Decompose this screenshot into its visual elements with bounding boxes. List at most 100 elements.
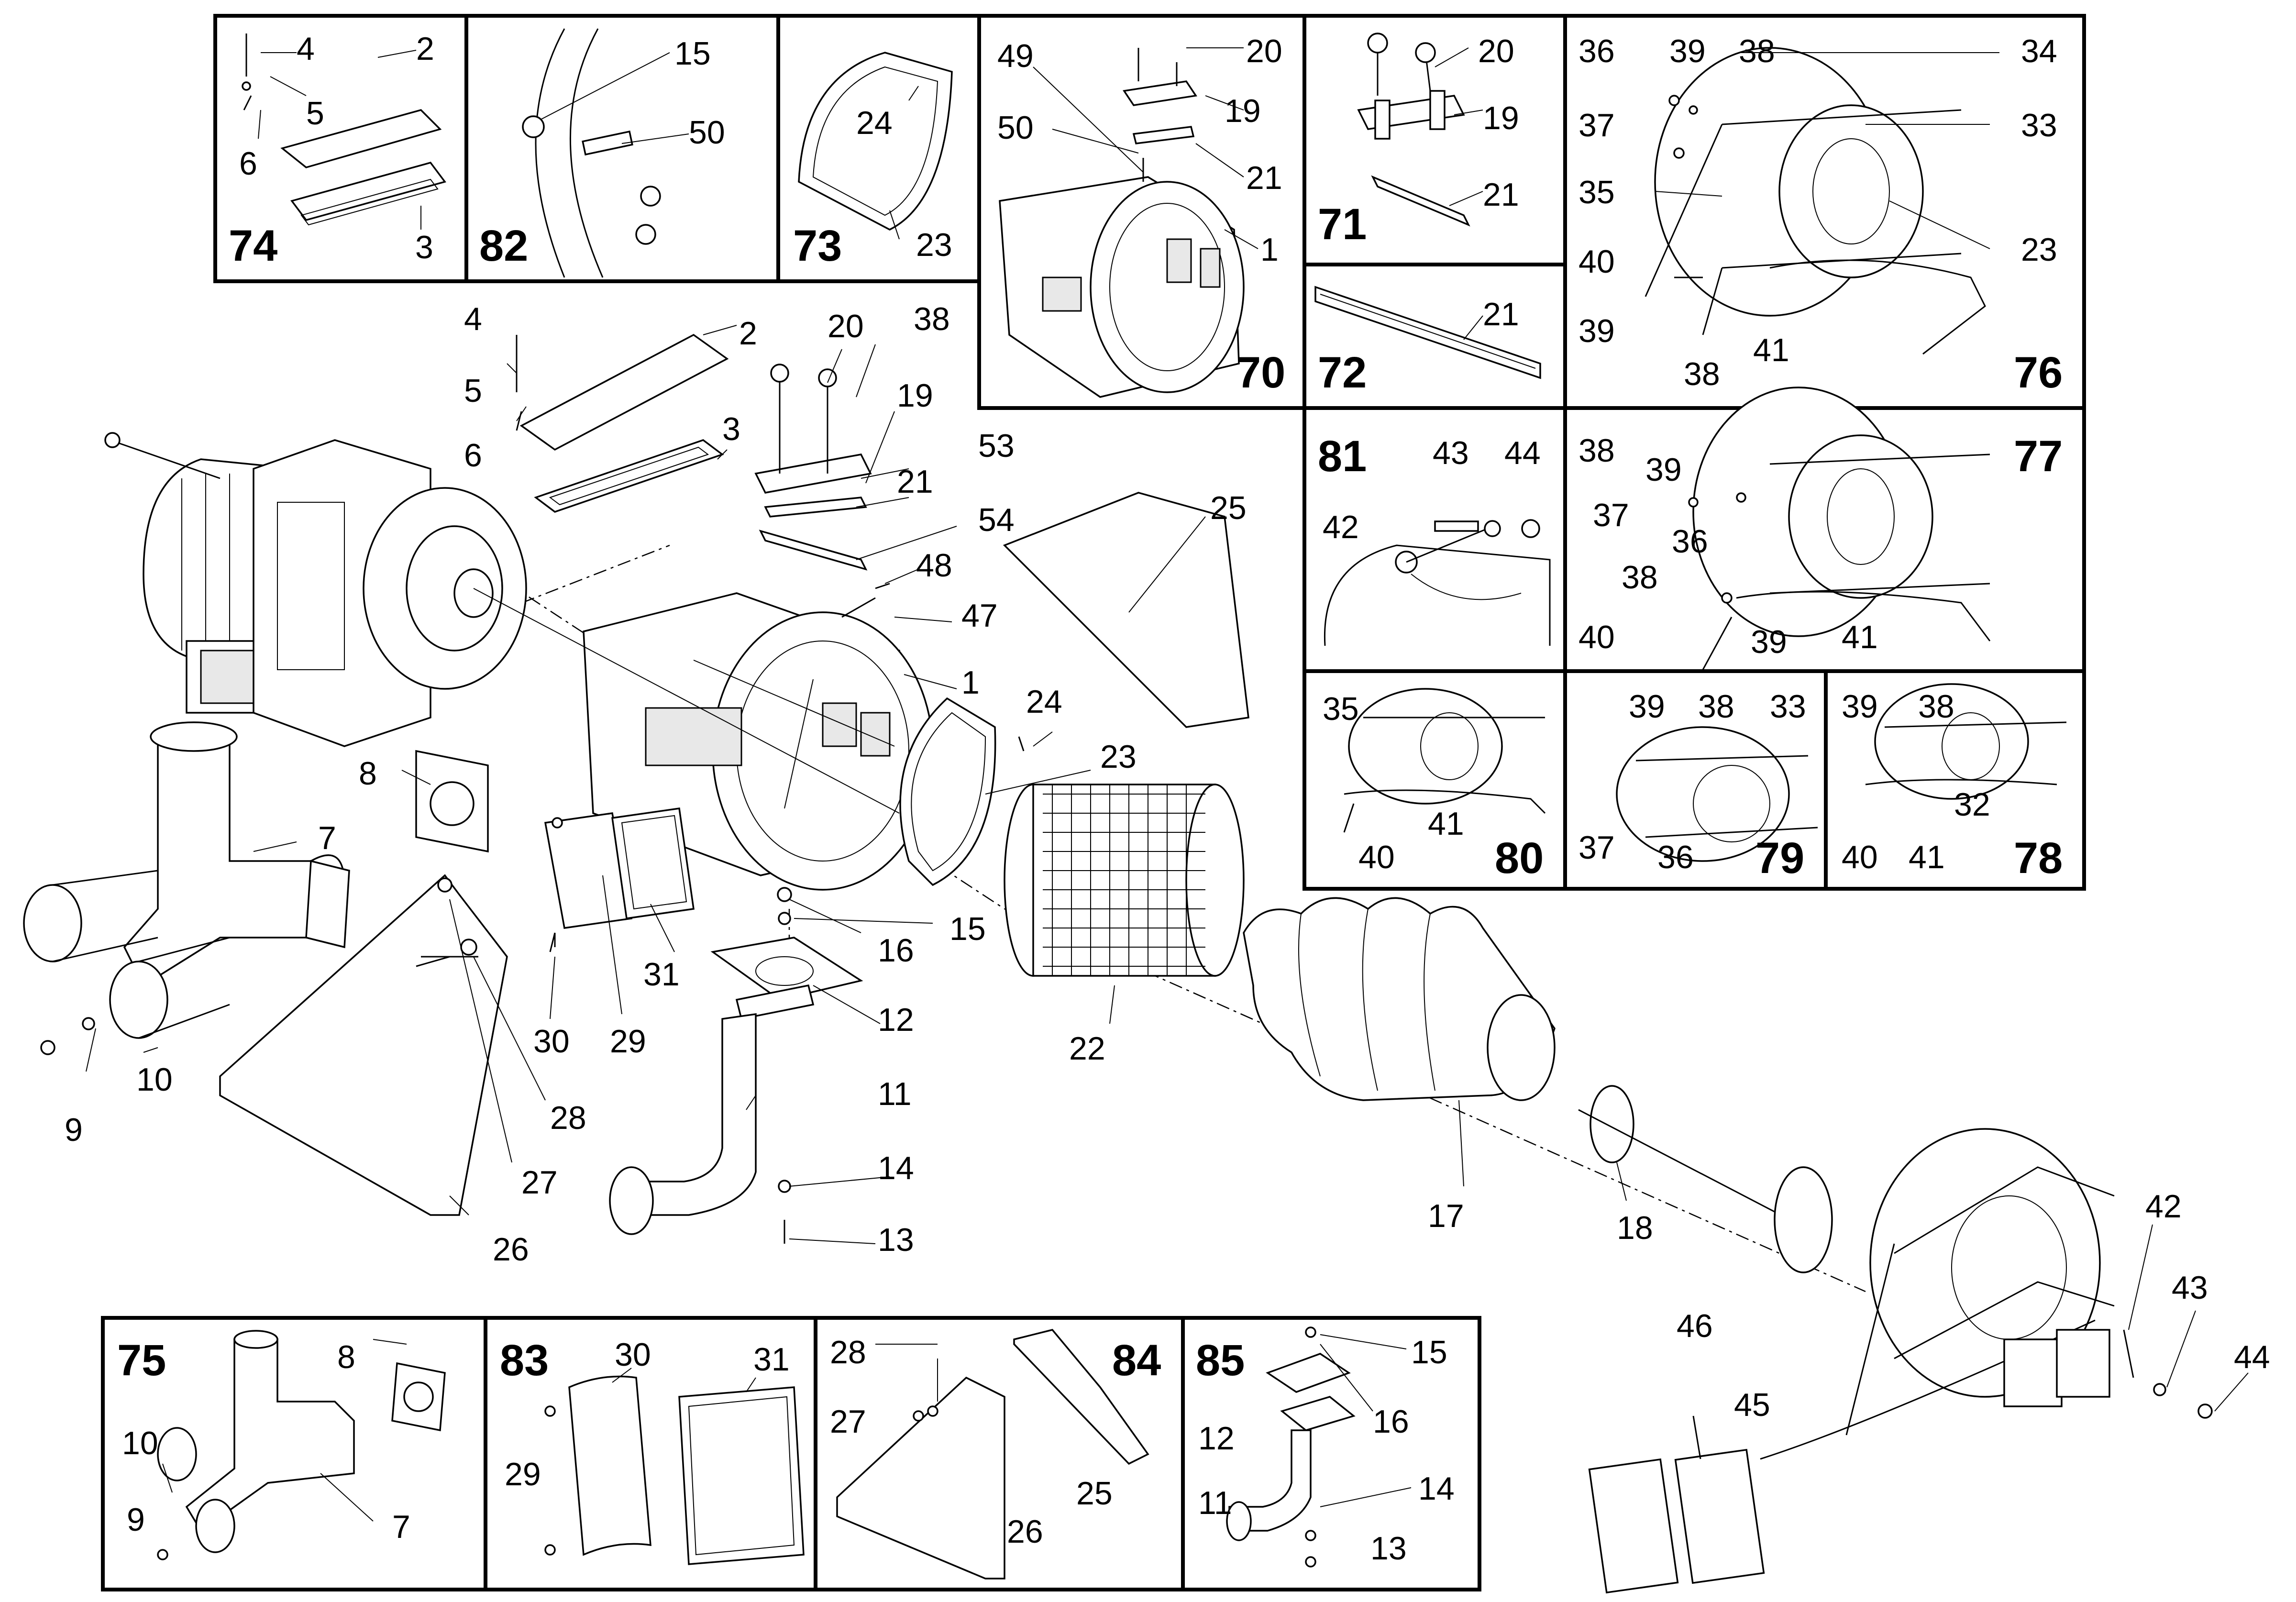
callout: 9 [127, 1502, 145, 1538]
callout: 25 [1210, 490, 1247, 526]
callout: 21 [1483, 177, 1519, 213]
callout: 33 [2021, 107, 2057, 144]
panel-id-70: 70 [1236, 348, 1285, 397]
callout: 1 [961, 664, 980, 701]
panel-id-84: 84 [1112, 1336, 1161, 1385]
callout: 36 [1657, 839, 1694, 875]
callout: 5 [306, 95, 324, 132]
callout: 35 [1323, 691, 1359, 727]
callout: 38 [1684, 356, 1720, 392]
callout: 46 [1677, 1308, 1713, 1344]
callout: 24 [856, 105, 893, 141]
callout: 44 [1504, 435, 1541, 471]
panel-77-drawing [1688, 387, 1991, 670]
panel-id-82: 82 [479, 221, 528, 270]
callout: 41 [1428, 806, 1464, 842]
callout: 28 [550, 1100, 586, 1136]
callout: 16 [878, 932, 914, 969]
callout: 19 [1225, 93, 1261, 129]
panel-id-72: 72 [1318, 348, 1367, 397]
panel-id-80: 80 [1495, 834, 1544, 883]
callout: 39 [1645, 452, 1682, 488]
panel-id-74: 74 [229, 221, 277, 270]
callout: 41 [1909, 839, 1945, 875]
callout: 42 [1323, 509, 1359, 545]
callout: 2 [739, 315, 757, 352]
panel-73-drawing [798, 52, 953, 240]
panel-id-71: 71 [1318, 200, 1367, 249]
callout: 35 [1578, 174, 1615, 210]
callout: 3 [722, 411, 740, 447]
callout: 27 [521, 1164, 558, 1201]
callout: 39 [1751, 624, 1787, 660]
panel-71-drawing [1357, 33, 1483, 227]
callout: 39 [1629, 688, 1665, 725]
callout: 37 [1578, 107, 1615, 144]
callout: 40 [1578, 619, 1615, 655]
panel-72-drawing [1314, 286, 1541, 379]
callout: 18 [1617, 1210, 1653, 1246]
panel-78-drawing [1865, 683, 2067, 800]
callout: 40 [1578, 243, 1615, 280]
callout: 40 [1358, 839, 1395, 875]
callout: 6 [464, 437, 482, 474]
callout: 39 [1842, 688, 1878, 725]
callout: 15 [949, 911, 986, 947]
callout: 4 [464, 301, 482, 337]
panel-id-77: 77 [2014, 432, 2063, 481]
callout: 13 [878, 1222, 914, 1258]
callout: 30 [615, 1337, 651, 1373]
callout: 43 [1433, 435, 1469, 471]
callout: 50 [997, 110, 1034, 146]
panel-id-83: 83 [500, 1336, 549, 1385]
callout: 21 [1246, 160, 1282, 196]
panel-id-75: 75 [117, 1336, 166, 1385]
callout: 8 [337, 1339, 355, 1375]
panel-id-labels: 74 82 73 70 71 72 76 81 77 80 79 78 75 8… [117, 200, 2063, 1385]
callout: 38 [1739, 33, 1775, 69]
callout: 26 [1007, 1514, 1043, 1550]
callout: 34 [2021, 33, 2057, 69]
callout: 49 [997, 38, 1034, 74]
callout: 20 [1478, 33, 1514, 69]
callout: 14 [1418, 1470, 1455, 1507]
callout: 20 [828, 308, 864, 344]
callout: 54 [978, 502, 1015, 538]
callout: 31 [643, 956, 680, 993]
callout: 41 [1753, 332, 1789, 368]
panel-82-drawing [522, 28, 689, 278]
main-exploded-view [23, 325, 2249, 1594]
callout: 19 [1483, 100, 1519, 136]
callout: 40 [1842, 839, 1878, 875]
callout: 5 [464, 373, 482, 409]
callout: 42 [2145, 1188, 2182, 1225]
callout: 7 [318, 820, 336, 856]
callout: 48 [916, 547, 952, 584]
callout: 24 [1026, 684, 1062, 720]
panel-83-drawing [544, 1368, 805, 1565]
drum-22 [1004, 784, 1245, 977]
callout: 28 [830, 1334, 866, 1370]
panel-id-73: 73 [793, 221, 842, 270]
callout: 4 [297, 31, 315, 67]
callout: 38 [1578, 432, 1615, 469]
callout: 26 [493, 1231, 529, 1268]
callout: 7 [392, 1509, 410, 1545]
callout: 1 [1260, 232, 1279, 268]
callout: 6 [239, 145, 257, 182]
callout: 38 [1918, 688, 1954, 725]
callout: 39 [1578, 313, 1615, 349]
panel-id-81: 81 [1318, 432, 1367, 481]
callout: 10 [136, 1061, 173, 1098]
callout: 36 [1672, 523, 1708, 560]
panel-74-drawing [242, 33, 446, 230]
callout: 37 [1578, 829, 1615, 866]
callout: 30 [533, 1023, 570, 1060]
callout: 8 [359, 755, 377, 792]
main-callouts: 4 2 20 38 5 6 3 19 53 21 54 48 47 25 1 2… [65, 301, 2270, 1423]
callout: 41 [1842, 619, 1878, 655]
inset-callouts: 4 2 5 6 3 15 50 24 23 49 20 19 50 21 1 2… [122, 31, 2057, 1567]
callout: 50 [689, 114, 725, 151]
callout: 32 [1954, 786, 1990, 823]
callout: 10 [122, 1425, 158, 1461]
